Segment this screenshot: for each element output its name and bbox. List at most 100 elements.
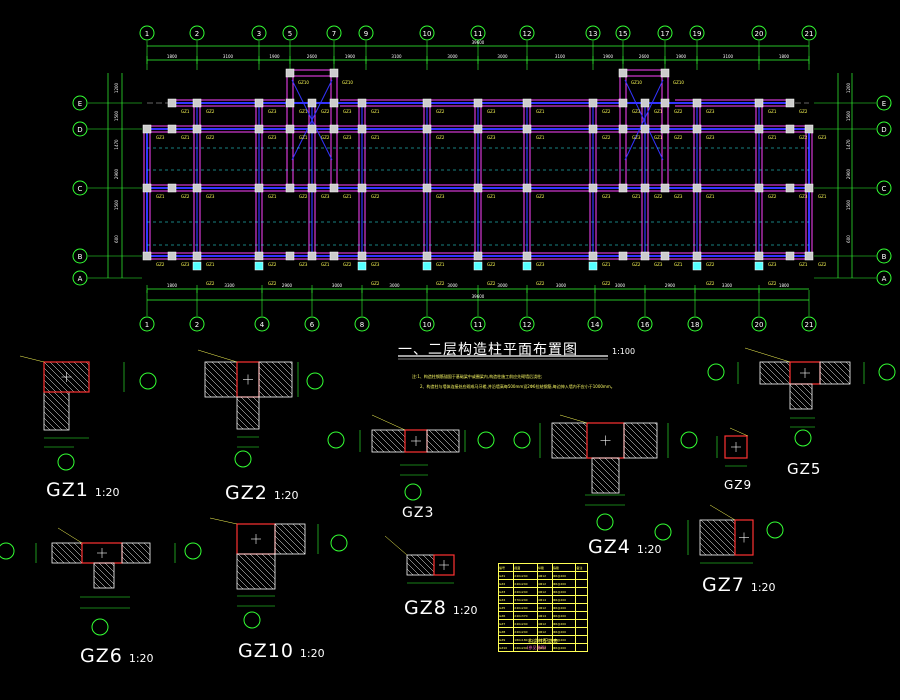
leader xyxy=(729,427,749,437)
dim-bottom-value: 3300 xyxy=(722,283,733,288)
column-tag: GZ3 xyxy=(602,194,611,199)
hatch-stroke xyxy=(699,524,731,556)
hatch-stroke xyxy=(204,384,218,398)
hatch-stroke xyxy=(217,361,238,382)
hatch-stroke xyxy=(434,429,458,453)
dim-total-top: 39600 xyxy=(472,40,485,45)
axis-bubble xyxy=(707,363,725,381)
hatch-stroke xyxy=(236,404,260,428)
column-tag: GZ3 xyxy=(299,262,308,267)
hatch-border xyxy=(204,361,238,398)
hatch-stroke xyxy=(624,422,658,456)
structural-column xyxy=(640,124,650,134)
hatch-stroke xyxy=(110,562,115,567)
dim-top-value: 3000 xyxy=(497,54,508,59)
row-bubble-right xyxy=(876,121,892,137)
grid-bubble xyxy=(139,316,155,332)
hatch-stroke xyxy=(236,416,250,430)
hatch-stroke xyxy=(236,398,260,422)
hatch-stroke xyxy=(759,371,773,385)
reinforcement-table-cell: Φ6@200 xyxy=(552,643,577,652)
hatch-stroke xyxy=(73,542,83,552)
reinforcement-table-cell: GZ8 xyxy=(497,627,515,636)
drawing-title-scale: 1:100 xyxy=(612,347,636,356)
dim-right-value: 1200 xyxy=(846,82,851,93)
hatch-stroke xyxy=(827,361,851,385)
hatch-stroke xyxy=(616,457,620,461)
axis-bubble xyxy=(330,534,348,552)
leader xyxy=(209,517,238,525)
column-tag: GZ3 xyxy=(321,194,330,199)
structural-column xyxy=(640,183,650,193)
hatch-stroke xyxy=(258,366,290,398)
hatch-stroke xyxy=(845,361,851,367)
drawing-note-1: 注:1、构造柱钢筋锚固于基础梁中或圈梁内,构造柱施工前应先砌墙后浇柱; xyxy=(412,374,543,379)
grid-bubble xyxy=(354,316,370,332)
hatch-stroke xyxy=(371,445,379,453)
hatch-stroke xyxy=(591,468,617,494)
column-tag: GZ1 xyxy=(181,135,190,140)
hatch-stroke xyxy=(699,548,707,556)
hatch-stroke xyxy=(724,519,736,531)
grid-bubble xyxy=(801,25,817,41)
structural-column xyxy=(285,183,295,193)
dim-left-value: 1200 xyxy=(114,82,119,93)
leader xyxy=(19,355,45,363)
row-label-left-E: E xyxy=(78,100,82,108)
column-details xyxy=(0,347,896,636)
reinforcement-table-subcaption: (参见说明) xyxy=(527,645,547,650)
reinforcement-table-cell: GZ9 xyxy=(497,635,515,644)
hatch-stroke xyxy=(558,422,588,452)
grid-label-bottom-14: 14 xyxy=(591,321,600,329)
reinforcement-table-cell: 4Φ14 xyxy=(536,595,554,604)
structural-column xyxy=(473,124,483,134)
hatch-fill xyxy=(623,422,658,459)
dim-top-value: 3000 xyxy=(447,54,458,59)
column-section-outline xyxy=(724,435,748,459)
hatch-stroke xyxy=(236,570,256,590)
column-tag: GZ1 xyxy=(268,194,277,199)
reinforcement-table-cell: GZ6 xyxy=(497,611,515,620)
column-tag: GZ1 xyxy=(206,262,215,267)
hatch-stroke xyxy=(551,451,559,459)
hatch-stroke xyxy=(137,542,151,556)
hatch-stroke xyxy=(47,391,70,414)
hatch-stroke xyxy=(699,536,719,556)
hatch-fill xyxy=(371,429,406,453)
reinforcement-table-cell: GZ7 xyxy=(497,619,515,628)
column-tag: GZ2 xyxy=(181,194,190,199)
column-tag: GZ10 xyxy=(342,80,353,85)
row-bubble-right xyxy=(876,270,892,286)
column-tag: GZ3 xyxy=(436,194,445,199)
structural-column xyxy=(692,261,702,271)
hatch-stroke xyxy=(630,422,658,450)
structural-column xyxy=(588,183,598,193)
hatch-stroke xyxy=(570,422,588,440)
hatch-stroke xyxy=(265,361,293,389)
dim-bottom-value: 3000 xyxy=(447,283,458,288)
grid-bubble xyxy=(519,25,535,41)
structural-column xyxy=(307,98,317,108)
hatch-fill xyxy=(43,391,70,431)
hatch-stroke xyxy=(43,405,69,431)
structural-column xyxy=(307,183,317,193)
column-tag: GZ2 xyxy=(371,281,380,286)
dim-bottom-value: 2900 xyxy=(282,283,293,288)
structural-column xyxy=(142,183,152,193)
structural-column xyxy=(422,98,432,108)
hatch-fill xyxy=(236,553,276,590)
leader xyxy=(371,414,406,431)
structural-column xyxy=(660,68,670,78)
row-label-left-A: A xyxy=(78,275,83,283)
grid-label-top-1: 1 xyxy=(145,30,149,38)
hatch-stroke xyxy=(604,457,620,473)
hatch-stroke xyxy=(298,523,306,531)
